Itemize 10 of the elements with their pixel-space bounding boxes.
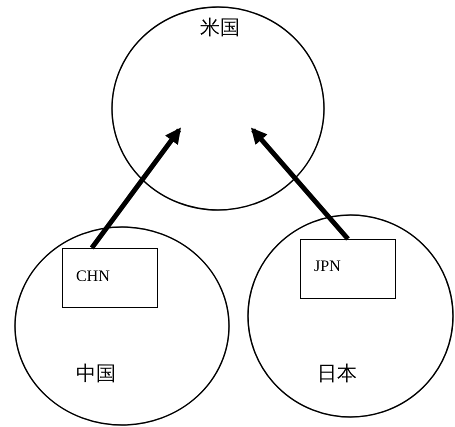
country-circle — [14, 226, 230, 426]
code-box: CHN — [62, 248, 158, 308]
code-box: JPN — [300, 239, 396, 299]
country-circle — [247, 214, 454, 418]
country-circle — [111, 6, 325, 211]
arrow — [90, 127, 182, 250]
arrow — [251, 128, 350, 241]
country-name: 日本 — [317, 364, 357, 384]
country-name: 米国 — [200, 18, 240, 38]
country-name: 中国 — [76, 364, 116, 384]
